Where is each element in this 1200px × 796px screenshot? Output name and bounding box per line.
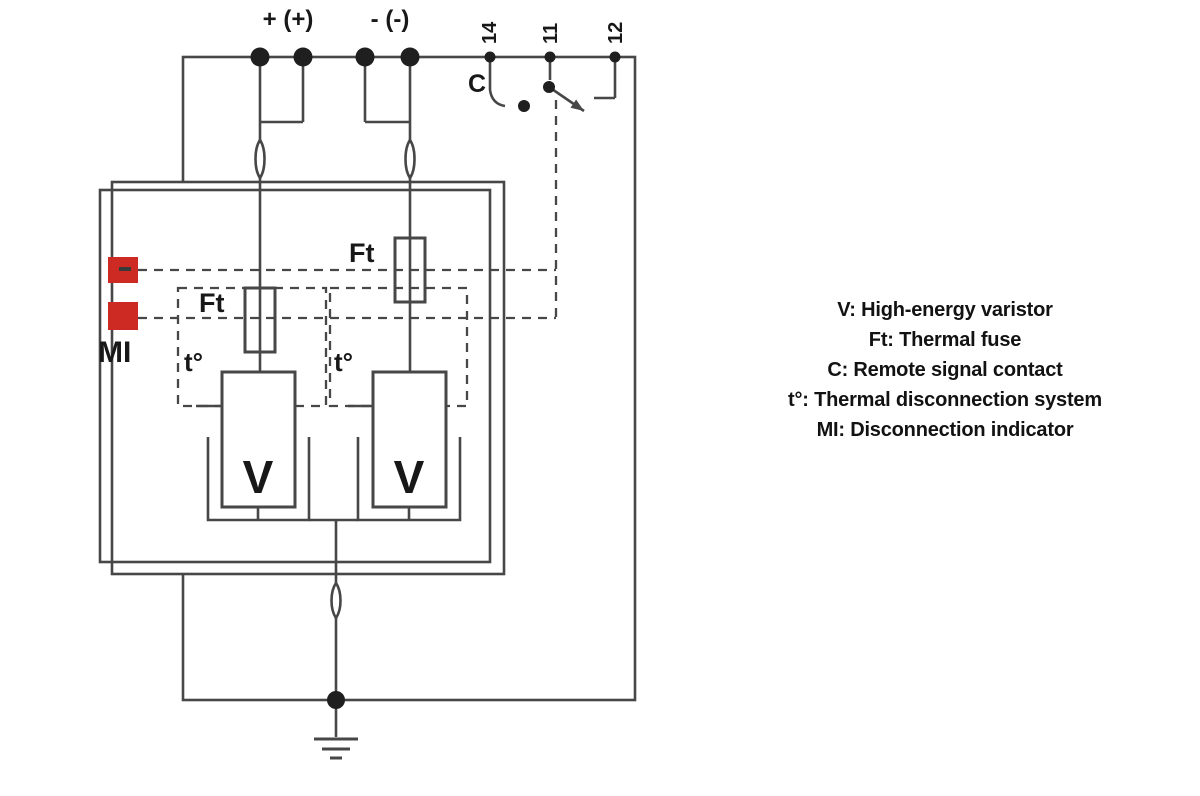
label-varistor-right: V xyxy=(394,451,425,503)
thermal-fuse-left xyxy=(243,286,277,354)
ground-junction-dot xyxy=(327,691,345,709)
label-contact-c: C xyxy=(468,70,486,98)
plug-connector-plus xyxy=(254,137,266,181)
label-terminal-14: 14 xyxy=(479,21,501,44)
label-terminal-11: 11 xyxy=(540,23,562,44)
terminal-dot-12 xyxy=(609,51,621,63)
terminal-dot-minus-1 xyxy=(355,47,375,67)
contact-hook xyxy=(488,89,506,108)
plug-connector-ground xyxy=(330,580,342,621)
contact-pivot-point xyxy=(543,81,555,93)
varistor-box-right xyxy=(371,370,448,509)
terminal-dot-minus-2 xyxy=(400,47,420,67)
terminal-dot-plus-2 xyxy=(293,47,313,67)
spd-module-box-front xyxy=(98,188,492,564)
contact-blade-arrowhead xyxy=(570,99,584,111)
legend-line-disconnection-indicator: MI: Disconnection indicator xyxy=(816,419,1074,441)
plug-connector-minus xyxy=(404,137,416,181)
label-fuse-right: Ft xyxy=(349,238,374,268)
disconnection-indicator-window-bottom xyxy=(108,302,138,330)
terminal-dot-14 xyxy=(484,51,496,63)
terminal-dot-plus-1 xyxy=(250,47,270,67)
label-plus-terminal: + (+) xyxy=(263,6,314,33)
legend-line-thermal-disconnect: t°: Thermal disconnection system xyxy=(788,389,1102,411)
label-indicator-mi: MI xyxy=(98,336,131,369)
varistor-bracket-left xyxy=(206,437,311,522)
legend-line-varistor: V: High-energy varistor xyxy=(837,299,1053,321)
terminal-dot-11 xyxy=(544,51,556,63)
label-minus-terminal: - (-) xyxy=(371,6,410,33)
legend-line-remote-contact: C: Remote signal contact xyxy=(827,359,1063,381)
label-terminal-12: 12 xyxy=(605,22,627,44)
varistor-box-left xyxy=(220,370,297,509)
label-thermal-right: t° xyxy=(334,347,353,377)
thermal-fuse-right xyxy=(393,236,427,304)
label-fuse-left: Ft xyxy=(199,288,224,318)
legend: V: High-energy varistor Ft: Thermal fuse… xyxy=(742,295,1148,445)
label-thermal-left: t° xyxy=(184,347,203,377)
contact-fixed-point xyxy=(518,100,530,112)
legend-line-thermal-fuse: Ft: Thermal fuse xyxy=(868,329,1022,351)
label-varistor-left: V xyxy=(243,451,274,503)
varistor-bracket-right xyxy=(356,437,462,522)
